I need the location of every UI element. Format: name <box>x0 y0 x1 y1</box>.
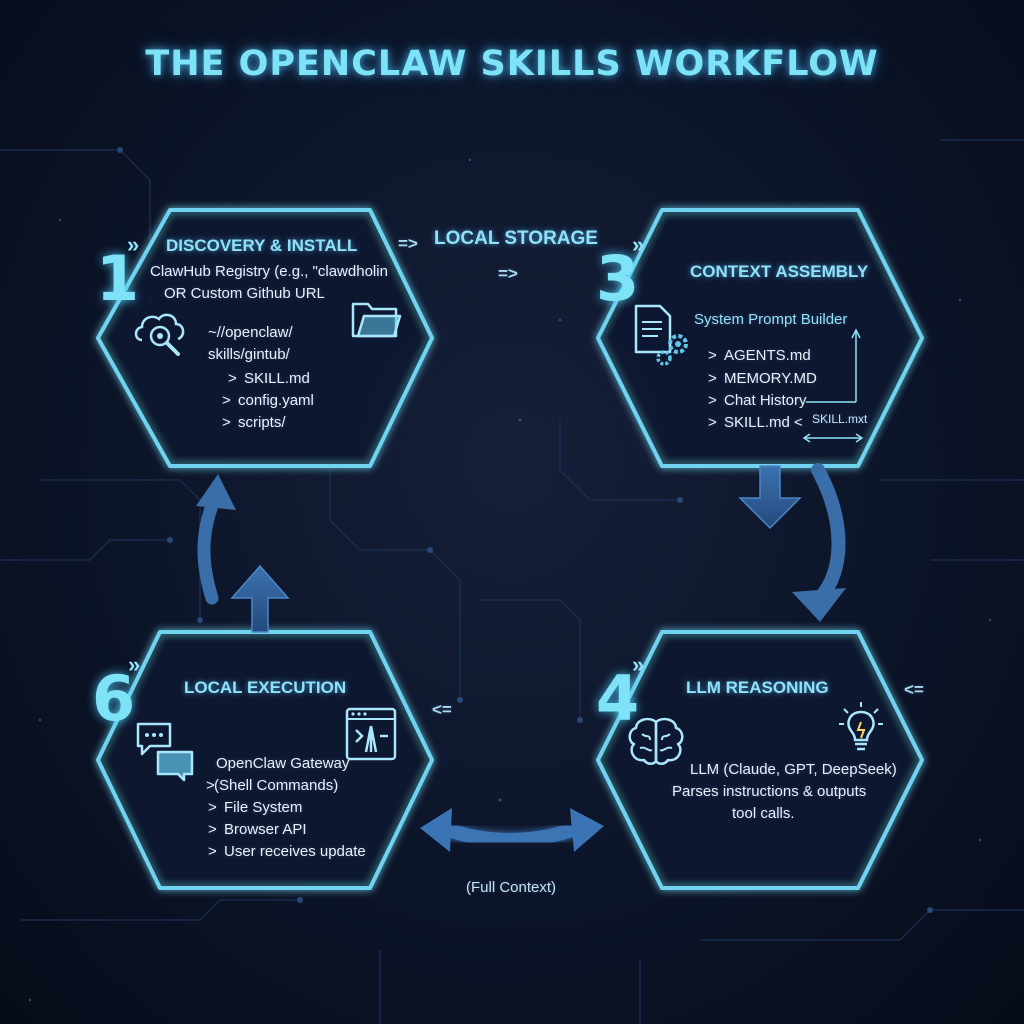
step-3-line: System Prompt Builder <box>694 311 848 328</box>
chat-bubbles-icon <box>136 722 194 782</box>
step-3-line: Chat History <box>724 392 807 409</box>
step-1-line: ~//openclaw/ <box>208 324 293 341</box>
step-1-number: 1 <box>96 242 140 315</box>
step-4-line: Parses instructions & outputs <box>672 783 867 800</box>
step-1-line: OR Custom Github URL <box>164 285 325 302</box>
page-title: THE OPENCLAW SKILLS WORKFLOW <box>145 44 879 84</box>
step-1-heading: DISCOVERY & INSTALL <box>166 236 358 255</box>
local-storage-arrow-2: => <box>498 264 518 283</box>
step-1-line: scripts/ <box>238 414 286 431</box>
circuit-traces <box>0 139 1024 1024</box>
lightbulb-icon <box>839 702 883 751</box>
step-4-line: LLM (Claude, GPT, DeepSeek) <box>690 761 897 778</box>
arrow-6-to-1-straight <box>230 564 290 633</box>
document-gears-icon <box>634 304 688 366</box>
step-6-number: 6 <box>92 662 136 735</box>
step-1-line: config.yaml <box>238 392 314 409</box>
step-6-line: OpenClaw Gateway <box>216 755 350 772</box>
hex-step-4 <box>596 630 924 890</box>
arrow-6-to-1-curved <box>196 474 236 605</box>
step-3-line: AGENTS.md <box>724 347 811 364</box>
step-6-incoming-arrow: <= <box>432 700 452 719</box>
step-3-list-marker: > <box>708 414 717 431</box>
step-1-marker: » <box>127 232 140 257</box>
step-3-number: 3 <box>596 242 640 315</box>
step-4-heading: LLM REASONING <box>686 678 829 697</box>
step-6-list-marker: > <box>206 777 215 794</box>
step-1-line: SKILL.md <box>244 370 310 387</box>
step-1-line: ClawHub Registry (e.g., "clawdholin <box>150 263 388 280</box>
brain-icon <box>628 717 684 765</box>
hex-step-1 <box>96 208 434 468</box>
step-6-list-marker: > <box>208 821 217 838</box>
folder-icon <box>351 302 402 338</box>
step-4-marker: » <box>632 652 645 677</box>
step-6-marker: » <box>128 652 141 677</box>
step-3-list-marker: > <box>708 347 717 364</box>
step-3-sub-label: SKILL.mxt <box>812 412 868 426</box>
terminal-window-icon <box>345 707 397 761</box>
step-1-list-marker: > <box>222 414 231 431</box>
step-1-list-marker: > <box>228 370 237 387</box>
step-3-list-marker: > <box>708 392 717 409</box>
step-3-heading: CONTEXT ASSEMBLY <box>690 262 869 281</box>
local-storage-arrow: => <box>398 234 418 253</box>
local-storage-label: LOCAL STORAGE <box>434 228 598 249</box>
step-3-marker: » <box>632 232 645 257</box>
arrow-full-context-double <box>420 808 604 852</box>
step-1-list-marker: > <box>222 392 231 409</box>
step-6-line: File System <box>224 799 303 816</box>
step-3-list-marker: > <box>708 370 717 387</box>
arrow-3-to-4-curved <box>792 463 846 622</box>
step-1-line: skills/gintub/ <box>208 346 290 363</box>
step-6-heading: LOCAL EXECUTION <box>184 678 347 697</box>
full-context-label: (Full Context) <box>466 879 557 896</box>
step-4-line: tool calls. <box>732 805 795 822</box>
arrow-3-to-4-straight <box>738 465 802 530</box>
step-4-incoming-arrow: <= <box>904 680 924 699</box>
step-3-line: SKILL.md < <box>724 414 803 431</box>
starfield <box>28 158 992 1002</box>
hex-step-6 <box>96 630 434 890</box>
step-3-line: MEMORY.MD <box>724 370 817 387</box>
step-6-list-marker: > <box>208 843 217 860</box>
step-6-line: User receives update <box>224 843 366 860</box>
step-6-list-marker: > <box>208 799 217 816</box>
step-6-line: Browser API <box>224 821 307 838</box>
step-6-line: (Shell Commands) <box>214 777 339 794</box>
step-3-bracket-lines <box>802 328 864 443</box>
step-4-number: 4 <box>596 662 640 735</box>
cloud-search-icon <box>134 313 185 356</box>
